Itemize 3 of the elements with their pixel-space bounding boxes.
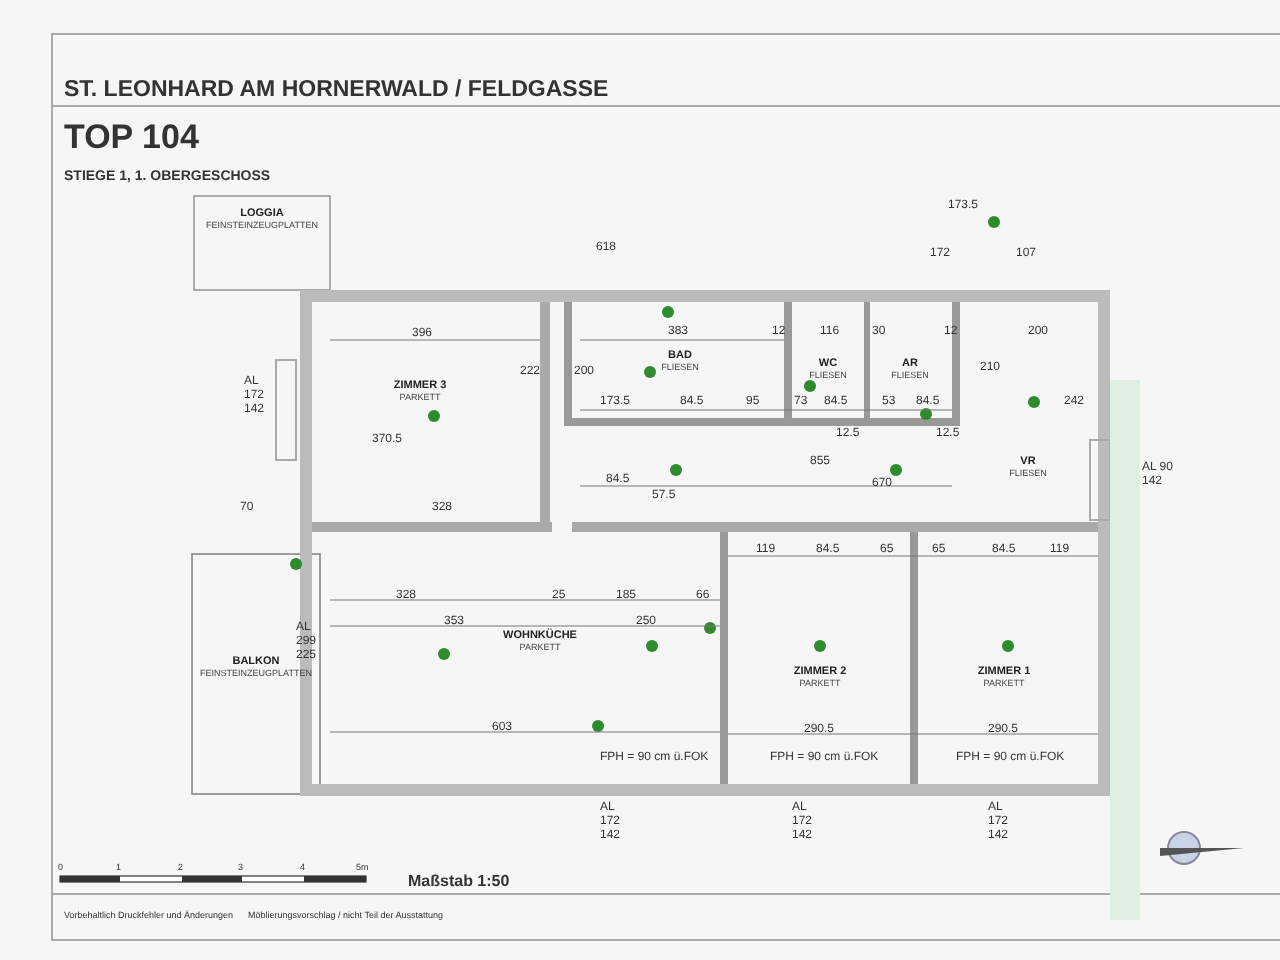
unit-number: TOP 104: [64, 118, 199, 158]
plan-title: ST. LEONHARD AM HORNERWALD / FELDGASSE: [64, 78, 609, 102]
scale-caption: Maßstab 1:50: [408, 872, 510, 890]
